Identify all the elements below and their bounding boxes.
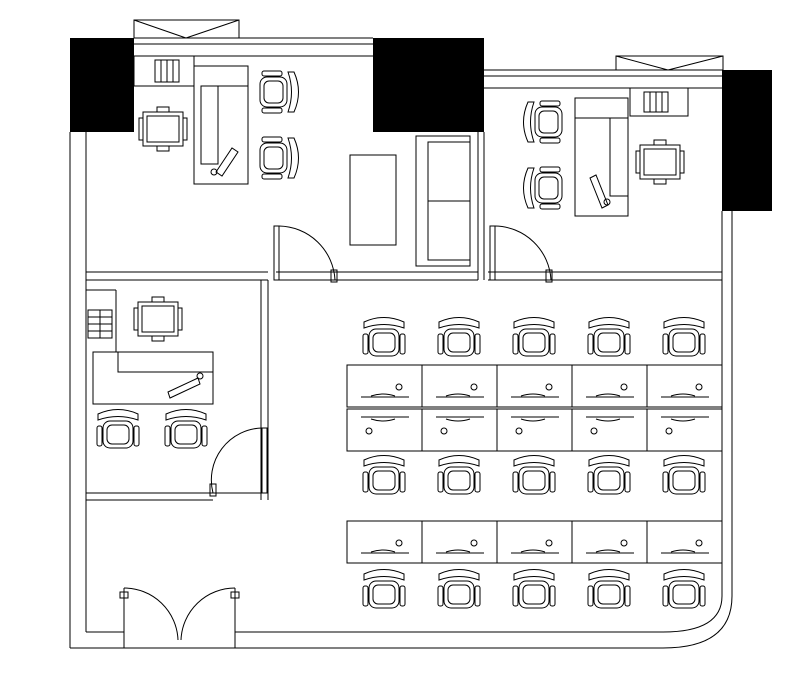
doors	[120, 226, 552, 640]
structural-columns	[70, 38, 772, 211]
visitor-chair	[96, 409, 140, 449]
workstation-chair	[437, 317, 481, 357]
workstation-chair	[512, 455, 556, 495]
office-left	[88, 296, 213, 449]
visitor-chair	[259, 136, 299, 180]
workstation-desk	[496, 520, 573, 564]
workstation-chair	[362, 317, 406, 357]
workstation-chair	[662, 317, 706, 357]
workstation-desk	[421, 408, 498, 452]
office-top-left	[134, 56, 299, 184]
computer-cabinet	[138, 106, 188, 152]
visitor-chair	[523, 100, 563, 144]
column-top-left	[70, 38, 134, 132]
column-top-middle	[373, 38, 484, 132]
workstation-chair	[437, 569, 481, 609]
sofa	[416, 136, 470, 266]
workstation-chair	[587, 455, 631, 495]
chair-row-3	[362, 569, 706, 609]
chair-row-2	[362, 455, 706, 495]
workstation-chair	[362, 569, 406, 609]
visitor-chair	[523, 166, 563, 210]
workstation-chair	[662, 455, 706, 495]
executive-desk	[194, 66, 248, 184]
column-right	[722, 70, 772, 211]
workstation-chair	[662, 569, 706, 609]
workstation-desk	[571, 364, 648, 408]
open-workspace	[346, 317, 723, 609]
desk-cluster-2	[346, 520, 723, 564]
coffee-table	[350, 155, 396, 245]
workstation-chair	[437, 455, 481, 495]
workstation-chair	[362, 455, 406, 495]
workstation-desk	[646, 364, 723, 408]
office-top-right	[350, 88, 688, 266]
visitor-chair	[259, 70, 299, 114]
workstation-desk	[571, 520, 648, 564]
workstation-chair	[512, 317, 556, 357]
desk-cluster-1	[346, 364, 723, 452]
computer-cabinet	[133, 296, 183, 342]
workstation-desk	[496, 408, 573, 452]
workstation-desk	[346, 408, 423, 452]
computer-cabinet	[635, 139, 685, 185]
workstation-chair	[587, 317, 631, 357]
executive-desk	[575, 98, 628, 216]
executive-desk	[93, 352, 213, 404]
workstation-desk	[346, 520, 423, 564]
workstation-desk	[496, 364, 573, 408]
workstation-desk	[421, 364, 498, 408]
workstation-desk	[646, 520, 723, 564]
workstation-chair	[587, 569, 631, 609]
workstation-chair	[512, 569, 556, 609]
interior-partitions	[86, 132, 722, 500]
chair-row-1	[362, 317, 706, 357]
workstation-desk	[421, 520, 498, 564]
credenza	[630, 88, 688, 116]
visitor-chair	[164, 409, 208, 449]
workstation-desk	[646, 408, 723, 452]
workstation-desk	[346, 364, 423, 408]
workstation-desk	[571, 408, 648, 452]
